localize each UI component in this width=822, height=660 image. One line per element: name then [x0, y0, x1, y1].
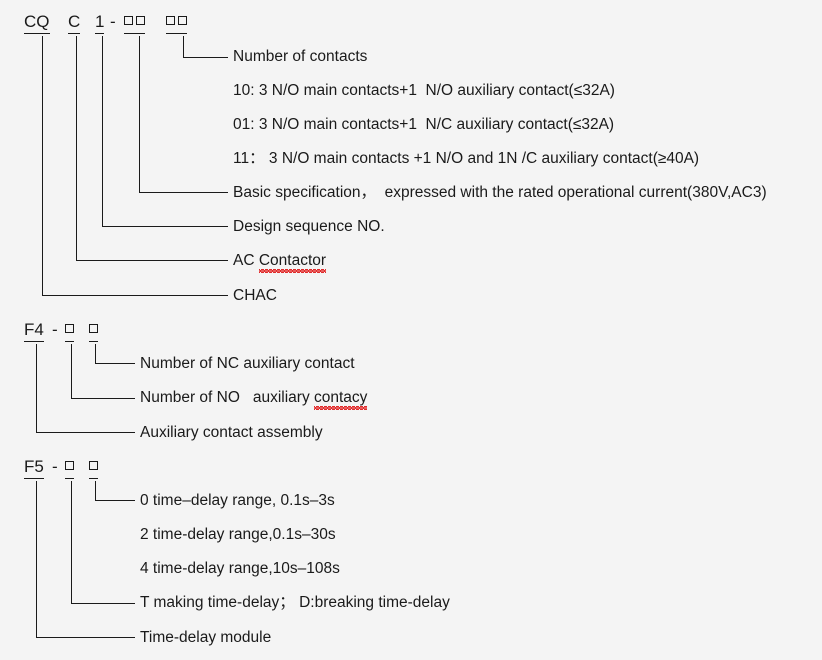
label-making-breaking-delay: T making time-delay； D:breaking time-del… — [140, 594, 450, 611]
code-placeholder-basic-spec — [124, 12, 145, 34]
label-number-no-auxiliary-prefix: Number of NO auxiliary — [140, 389, 314, 406]
leader-elbow-number-no — [71, 398, 135, 399]
code-separator-dash-f4: - — [52, 320, 58, 339]
leader-elbow-basic-spec — [139, 192, 228, 193]
leader-line-time-delay-module — [36, 481, 37, 637]
label-delay-range-4: 4 time-delay range,10s–108s — [140, 560, 340, 577]
placeholder-square-icon — [124, 16, 133, 25]
label-ac-contactor-prefix: AC — [233, 252, 259, 269]
leader-line-number-no — [71, 344, 72, 398]
leader-elbow-auxiliary-assembly — [36, 432, 135, 433]
leader-elbow-delay-range-0 — [95, 500, 135, 501]
code-placeholder-contacts — [166, 12, 187, 34]
leader-elbow-chac — [42, 295, 228, 296]
leader-elbow-design-sequence — [102, 226, 228, 227]
label-number-no-auxiliary: Number of NO auxiliary contacy — [140, 389, 368, 410]
leader-line-auxiliary-assembly — [36, 344, 37, 432]
leader-line-number-nc — [95, 344, 96, 363]
label-design-sequence: Design sequence NO. — [233, 218, 385, 235]
code-placeholder-delay-range — [89, 457, 98, 479]
code-placeholder-nc-count — [89, 320, 98, 342]
code-placeholder-no-count — [65, 320, 74, 342]
code-token-f5: F5 — [24, 457, 44, 479]
label-contacts-11: 11： 3 N/O main contacts +1 N/O and 1N /C… — [233, 150, 700, 167]
leader-line-number-of-contacts — [183, 36, 184, 57]
placeholder-square-icon — [178, 16, 187, 25]
label-chac: CHAC — [233, 287, 277, 304]
leader-elbow-number-of-contacts — [183, 57, 228, 58]
label-number-nc-auxiliary: Number of NC auxiliary contact — [140, 355, 355, 372]
label-time-delay-module: Time-delay module — [140, 629, 272, 646]
leader-line-chac — [42, 36, 43, 295]
code-token-1: 1 — [95, 12, 105, 34]
placeholder-square-icon — [65, 324, 74, 333]
leader-elbow-ac-contactor — [76, 260, 228, 261]
label-basic-specification: Basic specification， expressed with the … — [233, 184, 767, 201]
leader-elbow-number-nc — [95, 363, 135, 364]
code-token-cq: CQ — [24, 12, 50, 34]
label-ac-contactor: AC Contactor — [233, 252, 327, 273]
leader-elbow-time-delay-module — [36, 637, 135, 638]
code-token-c: C — [68, 12, 81, 34]
leader-elbow-making-breaking — [71, 603, 135, 604]
label-auxiliary-contact-assembly: Auxiliary contact assembly — [140, 424, 323, 441]
label-number-no-auxiliary-misspelled: contacy — [314, 389, 368, 410]
leader-line-design-sequence — [102, 36, 103, 226]
label-ac-contactor-misspelled: Contactor — [258, 252, 327, 273]
label-delay-range-0: 0 time–delay range, 0.1s–3s — [140, 492, 335, 509]
placeholder-square-icon — [89, 461, 98, 470]
label-delay-range-2: 2 time-delay range,0.1s–30s — [140, 526, 336, 543]
code-separator-dash: - — [110, 12, 116, 31]
leader-line-basic-spec — [139, 36, 140, 192]
placeholder-square-icon — [166, 16, 175, 25]
placeholder-square-icon — [65, 461, 74, 470]
leader-line-delay-range-0 — [95, 481, 96, 500]
code-token-f4: F4 — [24, 320, 44, 342]
placeholder-square-icon — [136, 16, 145, 25]
label-number-of-contacts: Number of contacts — [233, 48, 368, 65]
leader-line-making-breaking — [71, 481, 72, 603]
label-contacts-01: 01: 3 N/O main contacts+1 N/C auxiliary … — [233, 116, 615, 133]
label-contacts-10: 10: 3 N/O main contacts+1 N/O auxiliary … — [233, 82, 615, 99]
placeholder-square-icon — [89, 324, 98, 333]
leader-line-ac-contactor — [76, 36, 77, 260]
code-separator-dash-f5: - — [52, 457, 58, 476]
code-placeholder-delay-type — [65, 457, 74, 479]
